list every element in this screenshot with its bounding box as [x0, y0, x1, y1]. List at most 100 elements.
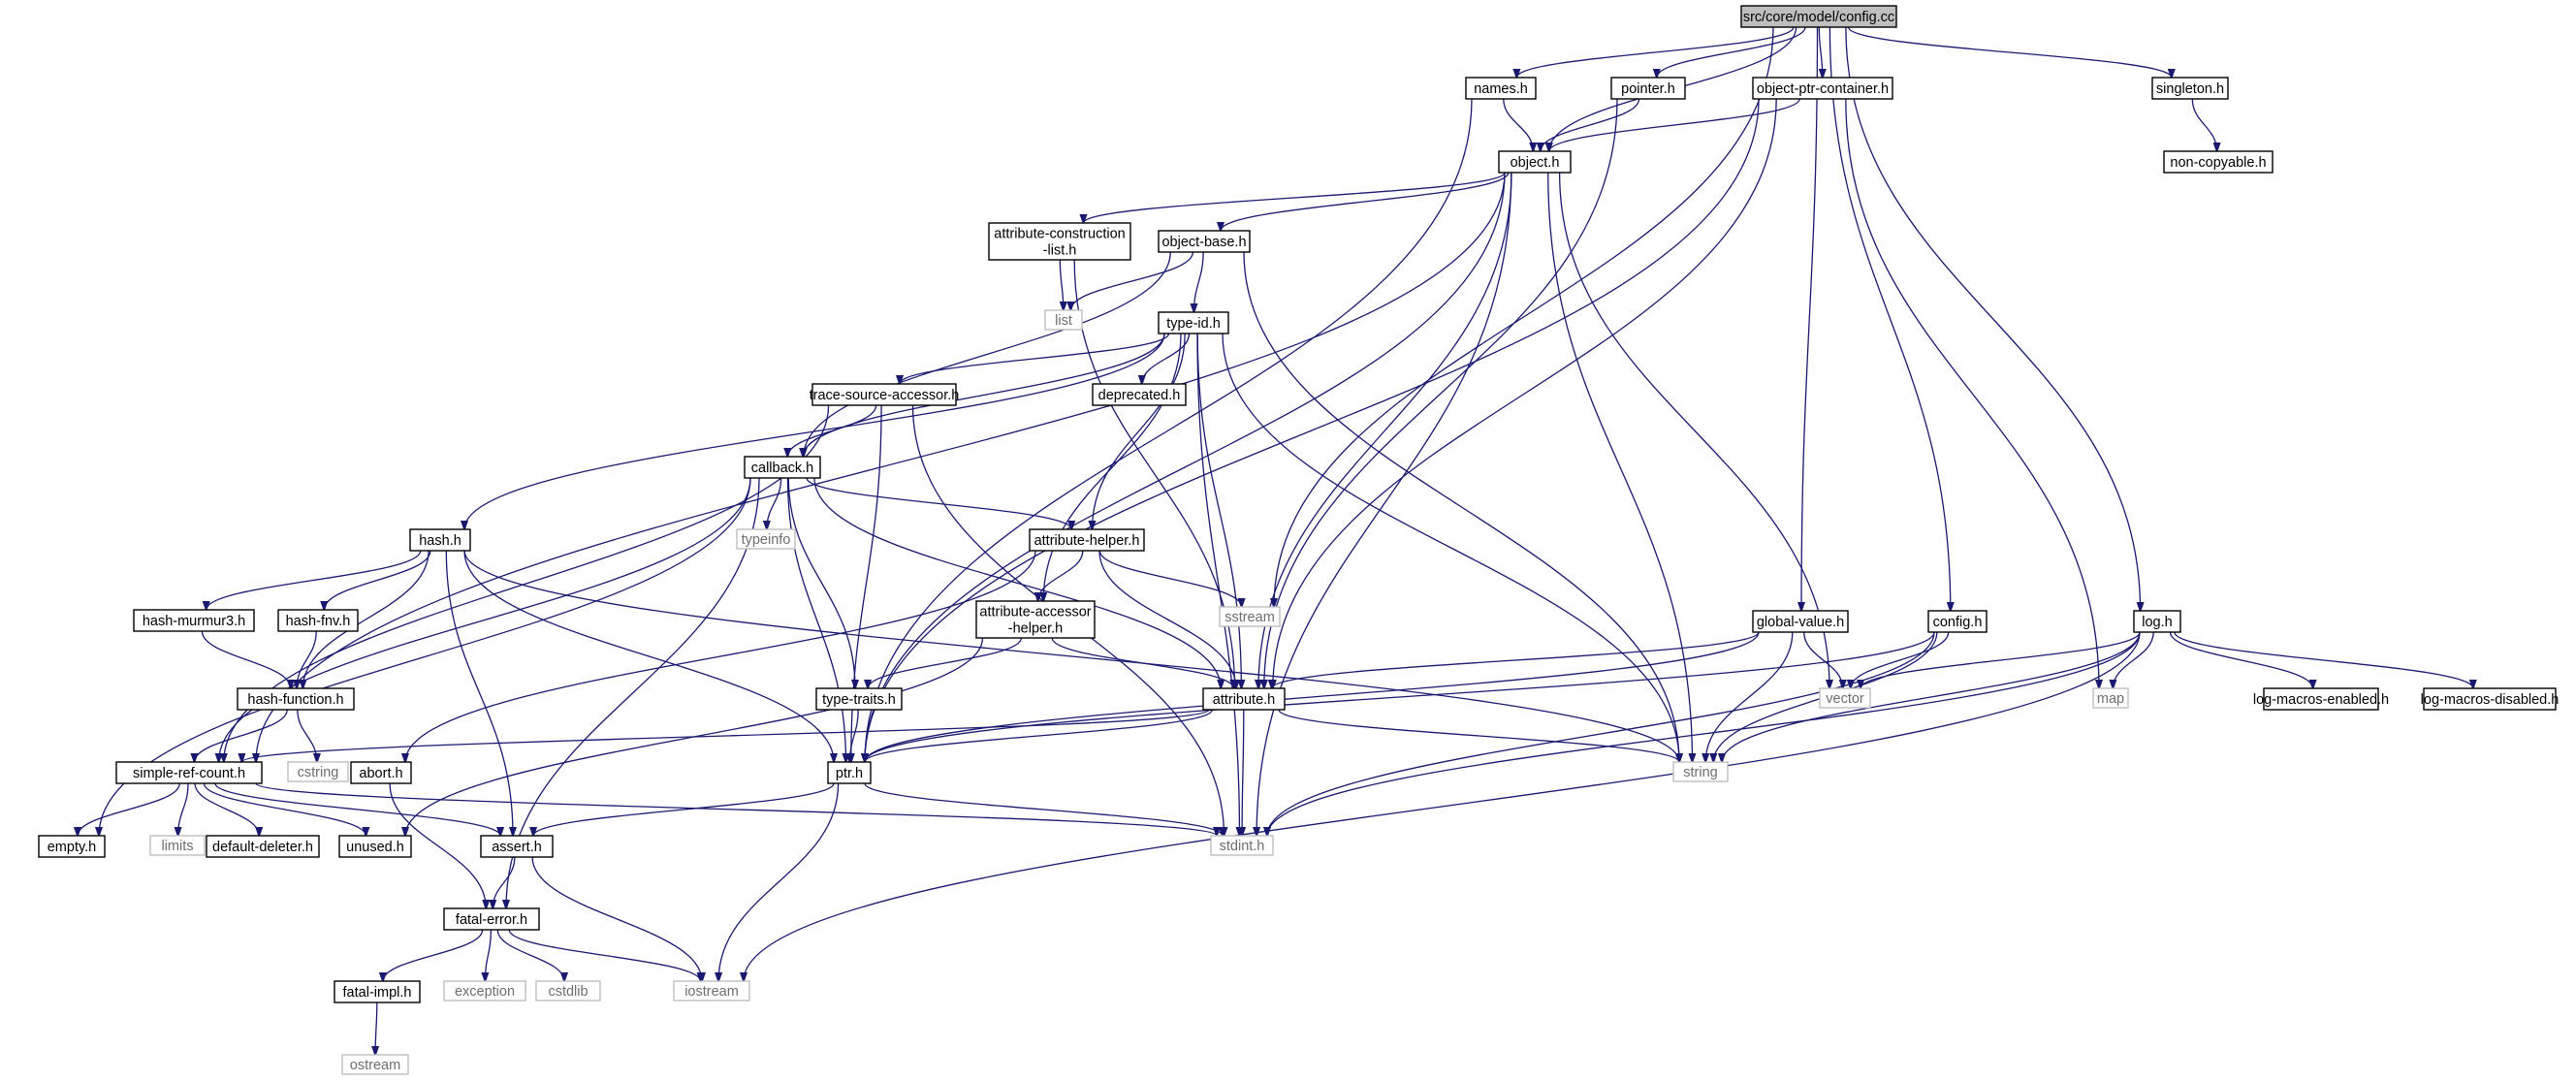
node-box — [341, 1054, 409, 1075]
edge-object-to-vector — [1558, 172, 1829, 688]
node-config[interactable]: config.h — [1927, 610, 1988, 633]
node-box — [38, 835, 106, 858]
node-assert[interactable]: assert.h — [480, 835, 554, 858]
node-ptr[interactable]: ptr.h — [827, 761, 872, 784]
node-label: object.h — [1511, 155, 1560, 171]
node-logmacdis[interactable]: log-macros-disabled.h — [2421, 687, 2560, 711]
node-objbase[interactable]: object-base.h — [1158, 230, 1251, 253]
node-box — [811, 383, 957, 406]
node-attracc[interactable]: attribute-accessor-helper.h — [975, 600, 1096, 639]
edge-objptrcont-to-ptr — [865, 98, 1760, 762]
edge-attribute-to-ptr — [865, 709, 1214, 762]
node-simpleref[interactable]: simple-ref-count.h — [115, 761, 263, 784]
node-objptrcont[interactable]: object-ptr-container.h — [1752, 77, 1893, 100]
edge-fatalerr-to-cstdlib — [496, 929, 564, 981]
node-box — [133, 609, 255, 632]
node-pointer[interactable]: pointer.h — [1610, 77, 1686, 100]
node-box — [206, 835, 320, 858]
edge-log-to-vector — [1860, 631, 2141, 688]
edge-typeid-to-tsacc — [900, 333, 1170, 384]
edge-globalvalue-to-vector — [1803, 631, 1843, 688]
node-label: default-deleter.h — [212, 840, 313, 855]
node-singleton[interactable]: singleton.h — [2151, 77, 2229, 100]
edge-simpleref-to-stdint — [255, 782, 1217, 836]
edge-hashfnv-to-hashfunc — [297, 630, 317, 688]
node-box — [1740, 5, 1897, 28]
edge-attrhelper-to-abort — [405, 550, 1036, 762]
node-logmacen[interactable]: log-macros-enabled.h — [2253, 687, 2389, 711]
node-fatalimpl[interactable]: fatal-impl.h — [334, 980, 421, 1003]
edge-log-to-map — [2113, 631, 2154, 688]
node-unused[interactable]: unused.h — [338, 835, 412, 858]
node-object[interactable]: object.h — [1498, 150, 1572, 174]
node-box — [1029, 528, 1145, 552]
node-hashfnv[interactable]: hash-fnv.h — [277, 609, 359, 632]
edge-assert-to-fatalerr — [493, 856, 516, 908]
node-vector: vector — [1819, 687, 1871, 709]
node-box — [2423, 687, 2557, 711]
node-globalvalue[interactable]: global-value.h — [1752, 610, 1849, 633]
node-attrhelper[interactable]: attribute-helper.h — [1029, 528, 1145, 552]
node-deprecated[interactable]: deprecated.h — [1092, 383, 1187, 406]
node-label: -list.h — [1043, 243, 1077, 259]
node-abort[interactable]: abort.h — [350, 761, 412, 784]
node-label: fatal-impl.h — [343, 985, 412, 1001]
edge-simpleref-to-unused — [203, 782, 366, 836]
edge-hash-to-ptr — [463, 550, 834, 762]
node-box — [975, 600, 1096, 639]
edge-attribute-to-simpleref — [241, 709, 1210, 762]
edge-log-to-string — [1722, 631, 2141, 762]
edge-singleton-to-noncopy — [2191, 98, 2216, 151]
node-typetraits[interactable]: type-traits.h — [815, 687, 903, 711]
node-label: attribute-helper.h — [1034, 533, 1140, 549]
node-defdel[interactable]: default-deleter.h — [206, 835, 320, 858]
node-hashfunc[interactable]: hash-function.h — [237, 687, 355, 711]
node-box — [1210, 835, 1274, 856]
node-ostream: ostream — [341, 1054, 409, 1075]
node-empty[interactable]: empty.h — [38, 835, 106, 858]
edge-objptrcont-to-object — [1549, 98, 1800, 151]
node-label: hash-murmur3.h — [143, 614, 245, 629]
node-box — [1672, 761, 1729, 782]
node-log[interactable]: log.h — [2133, 610, 2181, 633]
node-typeid[interactable]: type-id.h — [1158, 311, 1229, 334]
node-label: global-value.h — [1757, 615, 1844, 630]
edge-abort-to-fatalerr — [389, 782, 486, 908]
node-fatalerr[interactable]: fatal-error.h — [443, 907, 540, 931]
node-box — [744, 456, 821, 479]
edge-callback-to-simpleref — [219, 477, 751, 762]
node-map: map — [2092, 687, 2129, 709]
node-attribute[interactable]: attribute.h — [1202, 687, 1286, 711]
edge-typetraits-to-ptr — [850, 709, 859, 762]
node-label: string — [1683, 765, 1717, 780]
node-attrconst[interactable]: attribute-construction-list.h — [988, 222, 1131, 261]
node-hash[interactable]: hash.h — [409, 528, 471, 552]
node-box — [673, 980, 750, 1002]
edge-root-to-config — [1829, 26, 1950, 611]
node-hashmur[interactable]: hash-murmur3.h — [133, 609, 255, 632]
node-label: -helper.h — [1008, 621, 1063, 637]
node-box — [115, 761, 263, 784]
node-label: pointer.h — [1621, 81, 1675, 97]
edge-fatalerr-to-fatalimpl — [383, 929, 484, 981]
node-callback[interactable]: callback.h — [744, 456, 821, 479]
node-box — [409, 528, 471, 552]
node-string: string — [1672, 761, 1729, 782]
node-list: list — [1044, 309, 1083, 331]
node-root[interactable]: src/core/model/config.cc — [1740, 5, 1897, 28]
node-cstring: cstring — [287, 761, 349, 782]
node-label: log-macros-enabled.h — [2253, 692, 2389, 708]
edge-config-to-vector — [1851, 631, 1950, 688]
node-label: callback.h — [751, 461, 813, 476]
node-label: trace-source-accessor.h — [810, 388, 960, 403]
node-box — [1927, 610, 1988, 633]
node-noncopy[interactable]: non-copyable.h — [2163, 150, 2274, 174]
node-tsacc[interactable]: trace-source-accessor.h — [810, 383, 960, 406]
node-label: object-base.h — [1161, 235, 1246, 250]
edge-callback-to-attribute — [813, 477, 1221, 688]
edge-attracc-to-typetraits — [868, 637, 1023, 688]
node-label: config.h — [1933, 615, 1983, 630]
node-names[interactable]: names.h — [1465, 77, 1537, 100]
edge-attrhelper-to-sstream — [1098, 550, 1241, 607]
edge-fatalimpl-to-ostream — [375, 1002, 377, 1055]
